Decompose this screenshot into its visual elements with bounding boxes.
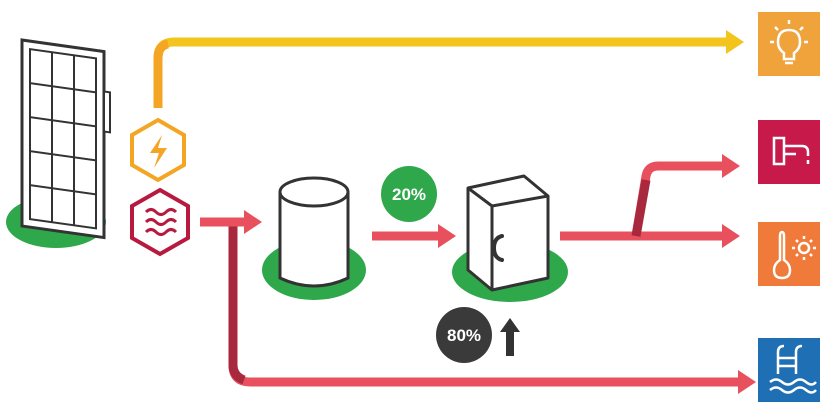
- light-bulb-icon: [770, 20, 808, 65]
- pool-tile: [758, 338, 820, 402]
- water-tap-icon: [772, 136, 810, 166]
- heat-pump-logo-icon: [491, 234, 504, 262]
- solar-share-label: 20%: [392, 185, 426, 204]
- lighting-tile: [758, 12, 820, 76]
- storage-tank: [262, 176, 366, 300]
- heat-flow-to-outputs: [560, 154, 740, 248]
- heating-tile: [758, 222, 820, 286]
- heat-hexagon-icon: [130, 187, 190, 257]
- pool-heat-flow: [228, 222, 756, 394]
- solar-share-badge: 20%: [381, 166, 437, 222]
- heat-flow-to-tank: [200, 210, 262, 234]
- swimming-pool-icon: [769, 344, 817, 394]
- arrow-up-icon: [500, 318, 520, 356]
- heat-flow-to-heat-pump: [372, 224, 456, 248]
- thermometer-sun-icon: [772, 230, 816, 280]
- heat-pump-unit: [452, 174, 568, 302]
- tap-tile: [758, 120, 820, 184]
- heat-pump-share-label: 80%: [447, 326, 481, 345]
- solar-panel: [6, 38, 111, 248]
- electricity-hexagon-icon: [130, 117, 186, 183]
- heat-pump-share-badge: 80%: [436, 307, 492, 363]
- electricity-flow: [153, 30, 744, 108]
